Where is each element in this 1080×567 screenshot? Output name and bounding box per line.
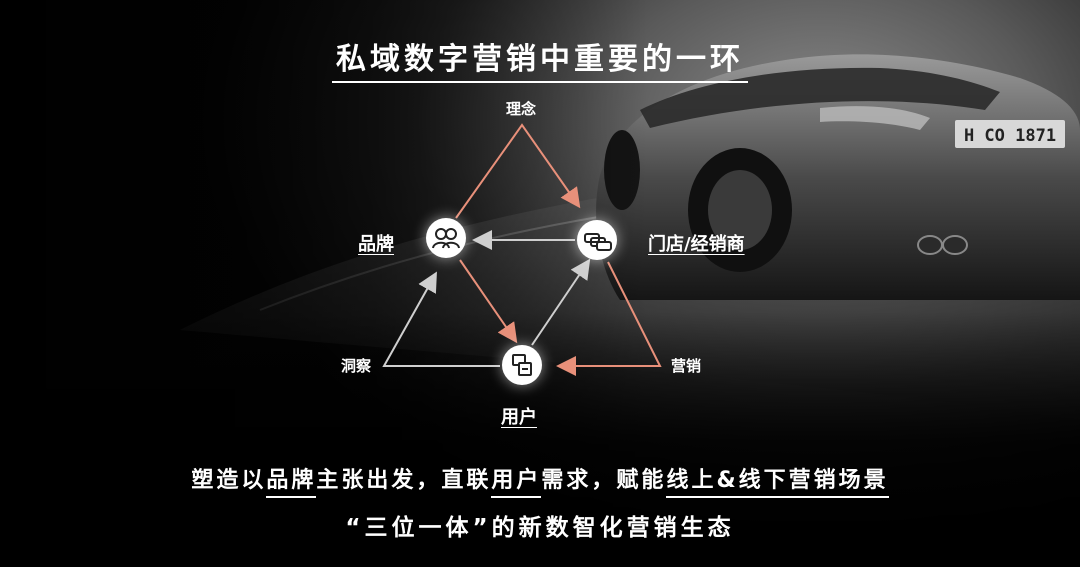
insight-label: 洞察: [341, 357, 372, 375]
slogan-part-5: 需求，赋能: [541, 468, 667, 493]
brand-node: [426, 218, 466, 258]
slogan-line-2: “三位一体”的新数智化营销生态: [345, 515, 735, 541]
user-profile-icon: [512, 354, 532, 376]
brand-people-icon: [432, 228, 460, 249]
slogan-brand-highlight: 品牌: [266, 468, 317, 498]
car-shape: H CO 1871: [596, 54, 1080, 300]
license-plate-text: H CO 1871: [964, 126, 1056, 146]
slogan-online-offline-highlight: 线上&线下营销场景: [666, 468, 889, 498]
store-node: [577, 220, 617, 260]
page-title: 私域数字营销中重要的一环: [0, 34, 1080, 83]
slogan-part-3: 主张出发，直联: [316, 468, 492, 493]
concept-label: 理念: [506, 100, 537, 118]
arrow-brand-to-store-concept: [455, 123, 581, 219]
arrow-store-to-user-marketing: [556, 261, 662, 376]
user-node: [502, 345, 542, 385]
brand-label: 品牌: [358, 234, 394, 255]
store-label: 门店/经销商: [648, 234, 745, 255]
page-title-text: 私域数字营销中重要的一环: [332, 42, 748, 83]
slogan-line-1: 塑造以品牌主张出发，直联用户需求，赋能线上&线下营销场景: [0, 462, 1080, 498]
user-label: 用户: [501, 407, 537, 428]
marketing-label: 营销: [671, 357, 702, 375]
arrow-user-to-store: [531, 258, 591, 346]
arrow-user-to-brand-insight: [382, 271, 500, 367]
arrow-brand-to-user: [459, 259, 518, 344]
slogan-user-highlight: 用户: [491, 468, 542, 498]
store-cars-icon: [584, 233, 612, 251]
slogan-part-1: 塑造以: [191, 468, 267, 493]
